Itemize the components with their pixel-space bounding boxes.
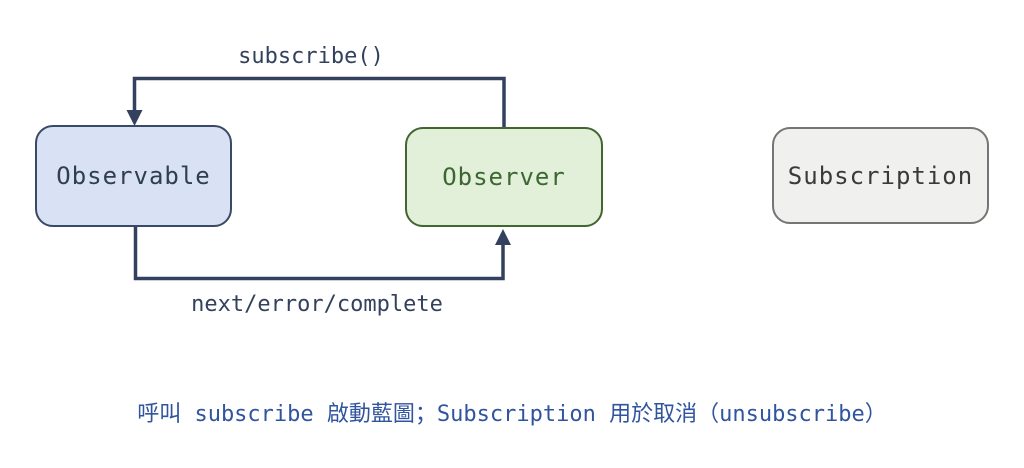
node-observable-label: Observable <box>56 162 211 190</box>
node-subscription-label: Subscription <box>787 161 974 190</box>
next-error-complete-arrowhead-icon <box>495 229 511 245</box>
next-error-complete-arrow <box>133 227 511 281</box>
edge-label-subscribe: subscribe() <box>238 44 384 69</box>
edge-label-next-error-complete: next/error/complete <box>191 292 443 317</box>
node-subscription: Subscription <box>772 127 989 224</box>
node-observer-label: Observer <box>442 163 566 191</box>
node-observable: Observable <box>35 125 232 227</box>
caption-text: 呼叫 subscribe 啟動藍圖；Subscription 用於取消（unsu… <box>137 402 887 427</box>
subscribe-arrowhead-icon <box>126 110 143 126</box>
node-observer: Observer <box>405 127 603 227</box>
next-error-complete-arrow-line <box>133 227 505 281</box>
subscribe-arrow-line <box>132 76 506 127</box>
subscribe-arrow <box>126 76 506 127</box>
